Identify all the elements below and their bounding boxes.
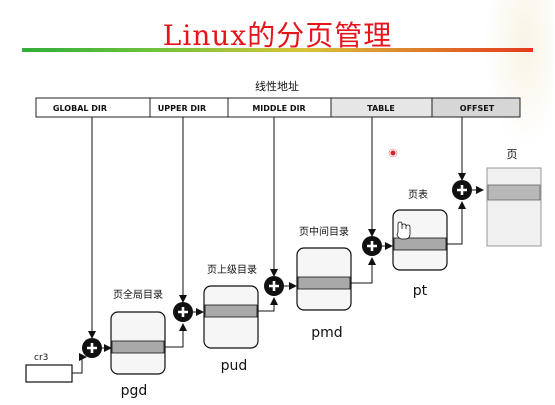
page-label: 页 [507,148,518,161]
adder-page [452,180,472,200]
name-pud: pud [221,358,248,374]
adder-circles [82,180,472,358]
caption-pmd: 页中间目录 [299,225,349,238]
hand-cursor-icon [396,221,411,240]
name-pgd: pgd [121,383,148,399]
field-table: TABLE [367,104,395,113]
adder-pmd [264,276,284,296]
title-underline [22,48,533,52]
page-frame: 页 [486,148,542,247]
field-middle-dir: MIDDLE DIR [252,104,305,113]
chain-arrows [165,201,466,348]
field-offset: OFFSET [460,104,495,113]
table-pgd [110,311,166,375]
caption-pud: 页上级目录 [207,264,257,276]
adder-pgd [82,338,102,358]
name-pt: pt [413,283,428,299]
adder-pud [173,302,193,322]
laser-pointer-icon [388,148,398,158]
slide-title: Linux的分页管理 [162,19,393,52]
table-pud [203,285,259,349]
linear-address-bar: GLOBAL DIR UPPER DIR MIDDLE DIR TABLE OF… [35,97,521,118]
adder-pt [362,236,382,256]
caption-pt: 页表 [408,188,428,201]
field-upper-dir: UPPER DIR [158,104,206,113]
watermark-decoration [483,0,553,150]
entry-arrows [102,186,484,352]
table-pt [392,209,448,271]
field-global-dir: GLOBAL DIR [53,104,107,113]
linear-address-label: 线性地址 [255,79,299,93]
table-pmd [296,247,352,311]
cr3-register: cr3 [25,353,87,383]
caption-pgd: 页全局目录 [113,288,163,301]
cr3-label: cr3 [34,353,48,363]
name-pmd: pmd [311,325,342,341]
field-arrows [88,117,466,339]
